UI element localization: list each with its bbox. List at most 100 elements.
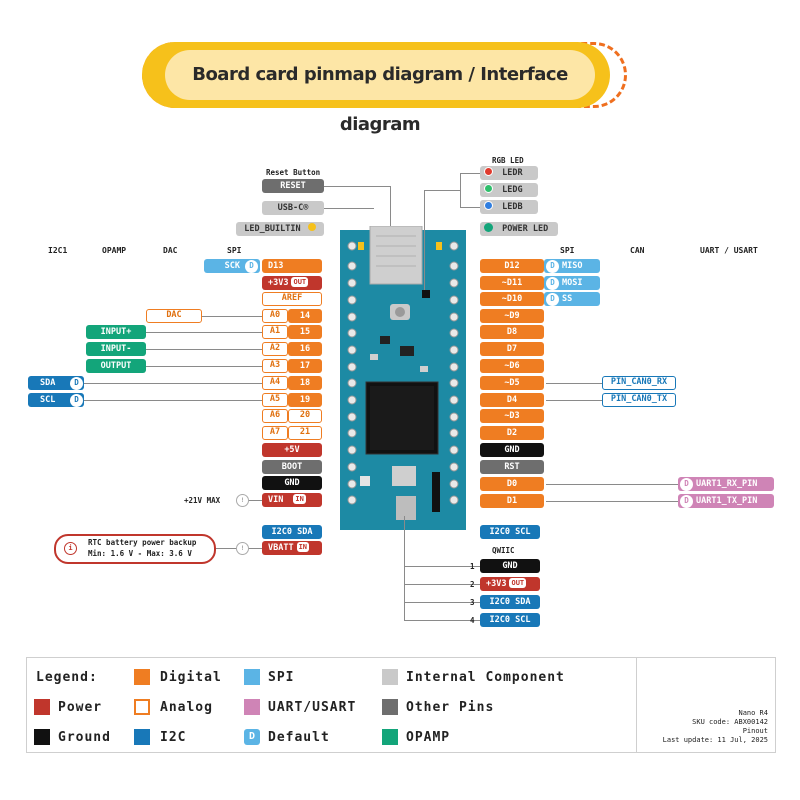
qwiic-num-1: 1 <box>470 562 475 571</box>
legend-opamp: OPAMP <box>406 730 451 745</box>
legend-swatch-i2c <box>134 729 150 745</box>
pin-vin-text: VIN <box>268 495 284 505</box>
pin-d3: ~D3 <box>480 409 544 423</box>
pin-i2c0-scl: I2C0 SCL <box>480 525 540 539</box>
ledg-label: LEDG <box>480 183 538 197</box>
connector-output <box>146 366 262 367</box>
legend-spi: SPI <box>268 670 295 685</box>
pin-d8: D8 <box>480 325 544 339</box>
out-badge: OUT <box>291 277 309 287</box>
legend-swatch-opamp <box>382 729 398 745</box>
pin-d9: ~D9 <box>480 309 544 323</box>
uart-rx-text: UART1_RX_PIN <box>696 479 758 489</box>
pin-18: 18 <box>288 376 322 390</box>
connector-ledb <box>460 207 482 208</box>
connector-scl <box>84 400 262 401</box>
legend-uart: UART/USART <box>268 700 357 715</box>
reset-label: RESET <box>262 179 324 193</box>
i2c1-sda-text: SDA <box>40 378 56 388</box>
power-led-text: POWER LED <box>502 224 549 234</box>
legend-panel <box>26 657 776 753</box>
pin-d5: ~D5 <box>480 376 544 390</box>
pin-rst: RST <box>480 460 544 474</box>
spi-miso-text: MISO <box>562 261 583 271</box>
qwiic-pin-1: GND <box>480 559 540 573</box>
pin-a4: A4 <box>262 376 288 390</box>
info-icon: ! <box>236 494 249 507</box>
reset-caption: Reset Button <box>266 168 321 177</box>
header-spi-right: SPI <box>560 246 575 255</box>
connector-uart-tx <box>546 501 678 502</box>
connector-qwiic-2 <box>404 584 480 585</box>
legend-internal: Internal Component <box>406 670 565 685</box>
led-builtin-text: LED_BUILTIN <box>244 224 301 234</box>
pin-d2: D2 <box>480 426 544 440</box>
info-icon: i <box>64 542 77 555</box>
default-icon: D <box>245 259 258 273</box>
uart-tx-text: UART1_TX_PIN <box>696 496 758 506</box>
legend-swatch-analog <box>134 699 150 715</box>
pin-20: 20 <box>288 409 322 423</box>
pin-d7: D7 <box>480 342 544 356</box>
pin-boot: BOOT <box>262 460 322 474</box>
default-icon: D <box>680 494 693 508</box>
qwiic-caption: QWIIC <box>492 546 515 555</box>
pin-aref: AREF <box>262 292 322 306</box>
connector-input-minus <box>146 349 262 350</box>
header-spi-left: SPI <box>227 246 242 255</box>
connector-rgb-down <box>424 190 425 290</box>
power-led-label: POWER LED <box>480 222 558 236</box>
pin-a2: A2 <box>262 342 288 356</box>
pin-17: 17 <box>288 359 322 373</box>
connector-ledr <box>460 173 482 174</box>
pin-d6: ~D6 <box>480 359 544 373</box>
connector-rgb-v <box>460 173 461 207</box>
ledb-icon <box>484 201 493 210</box>
opamp-output: OUTPUT <box>86 359 146 373</box>
meta-sku: SKU code: ABX00142 <box>692 718 768 726</box>
header-uart: UART / USART <box>700 246 758 255</box>
legend-analog: Analog <box>160 700 213 715</box>
header-can: CAN <box>630 246 645 255</box>
legend-ground: Ground <box>58 730 111 745</box>
dac-label: DAC <box>146 309 202 323</box>
connector-usbc <box>322 208 374 209</box>
connector-can-tx <box>546 400 602 401</box>
connector-qwiic-v <box>404 516 405 621</box>
rtc-line2: Min: 1.6 V - Max: 3.6 V <box>88 549 192 558</box>
page-title: Board card pinmap diagram / Interface di… <box>192 64 568 135</box>
qwiic-pin-3: I2C0 SDA <box>480 595 540 609</box>
opamp-input-plus: INPUT+ <box>86 325 146 339</box>
legend-swatch-digital <box>134 669 150 685</box>
qwiic-num-2: 2 <box>470 580 475 589</box>
led-builtin-icon <box>307 223 316 231</box>
default-icon: D <box>546 276 559 290</box>
pin-d13: D13 <box>262 259 322 273</box>
legend-swatch-default: D <box>244 729 260 745</box>
ledr-label: LEDR <box>480 166 538 180</box>
uart-tx-label: UART1_TX_PIN <box>678 494 774 508</box>
legend-digital: Digital <box>160 670 222 685</box>
pin-d0: D0 <box>480 477 544 491</box>
pin-a7: A7 <box>262 426 288 440</box>
can-tx-label: PIN_CAN0_TX <box>602 393 676 407</box>
ledb-label: LEDB <box>480 200 538 214</box>
legend-swatch-spi <box>244 669 260 685</box>
pin-3v3-text: +3V3 <box>268 278 289 288</box>
legend-power: Power <box>58 700 103 715</box>
connector-rtc <box>216 548 238 549</box>
connector-reset-v <box>390 186 391 226</box>
pin-d12: D12 <box>480 259 544 273</box>
pin-i2c0-sda: I2C0 SDA <box>262 525 322 539</box>
legend-swatch-other <box>382 699 398 715</box>
connector-dac <box>202 316 262 317</box>
pin-a1: A1 <box>262 325 288 339</box>
connector-qwiic-3 <box>404 602 480 603</box>
spi-sck-text: SCK <box>224 261 240 271</box>
default-icon: D <box>680 477 693 491</box>
connector-uart-rx <box>546 484 678 485</box>
pin-14: 14 <box>288 309 322 323</box>
legend-caption: Legend: <box>36 670 98 685</box>
usbc-label: USB-C® <box>262 201 324 215</box>
